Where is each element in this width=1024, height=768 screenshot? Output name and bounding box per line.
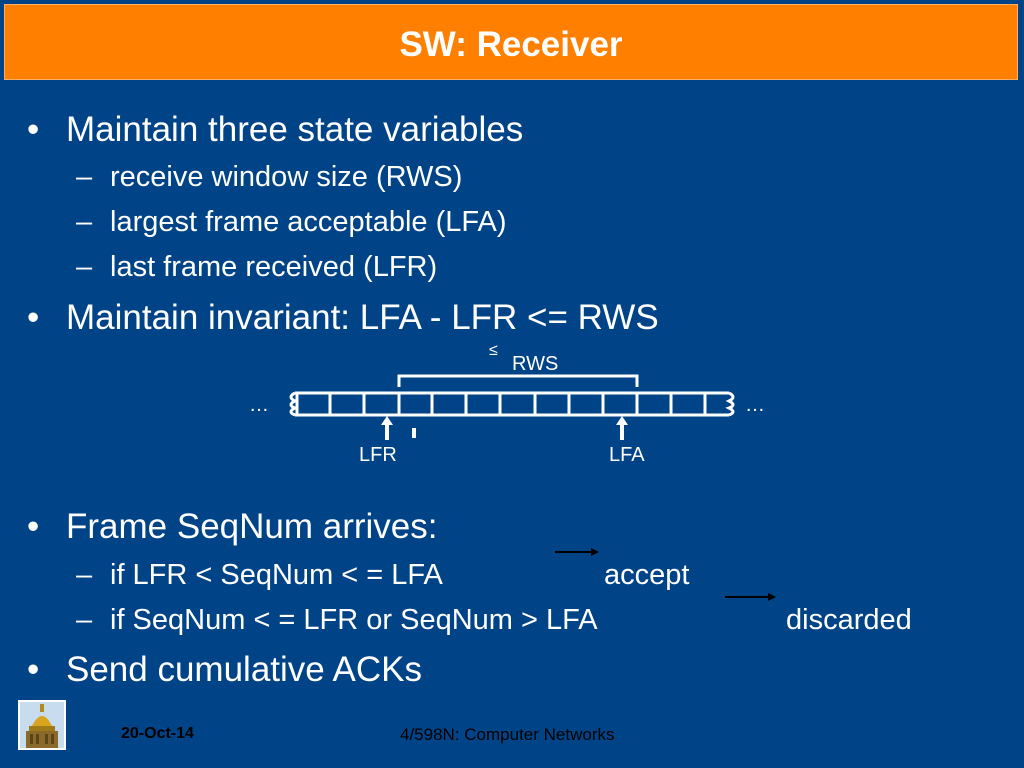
lfa-arrow-icon — [616, 416, 628, 425]
accept-result: accept — [604, 559, 690, 591]
break-right-icon — [725, 391, 735, 417]
footer-date: 20-Oct-14 — [121, 725, 194, 742]
lfa-label: LFA — [609, 444, 645, 466]
dash-marker: – — [76, 251, 93, 283]
sub-bullet-lfr: last frame received (LFR) — [110, 251, 438, 283]
sub-bullet-accept-condition: if LFR < SeqNum < = LFA — [110, 559, 443, 591]
leq-symbol: ≤ — [489, 342, 498, 359]
ellipsis-left: … — [249, 394, 269, 416]
rws-label: RWS — [512, 353, 559, 375]
rws-bracket — [397, 374, 639, 387]
title-bar: SW: Receiver — [4, 4, 1018, 80]
frame-dividers — [295, 393, 707, 415]
dash-marker: – — [76, 604, 93, 636]
sub-bullet-lfa: largest frame acceptable (LFA) — [110, 206, 507, 238]
bullet-marker: • — [27, 507, 40, 546]
bullet-frame-arrives: Frame SeqNum arrives: — [66, 507, 438, 546]
ellipsis-right: … — [745, 394, 765, 416]
bullet-cumulative-acks: Send cumulative ACKs — [66, 650, 423, 689]
bullet-marker: • — [27, 298, 40, 337]
footer-course: 4/598N: Computer Networks — [400, 725, 615, 744]
slide-title: SW: Receiver — [399, 25, 623, 64]
bullet-state-variables: Maintain three state variables — [66, 110, 524, 149]
dash-marker: – — [76, 161, 93, 193]
break-left-icon — [289, 391, 299, 417]
university-dome-logo-icon — [18, 700, 66, 750]
bullet-marker: • — [27, 110, 40, 149]
discard-arrow-icon — [768, 593, 776, 601]
bullet-invariant: Maintain invariant: LFA - LFR <= RWS — [66, 298, 659, 337]
accept-arrow-icon — [591, 548, 599, 556]
lfr-arrow-icon — [381, 416, 393, 425]
sub-bullet-rws: receive window size (RWS) — [110, 161, 463, 193]
bullet-marker: • — [27, 650, 40, 689]
lfr-label: LFR — [359, 444, 397, 466]
dash-marker: – — [76, 206, 93, 238]
discard-result: discarded — [786, 604, 912, 636]
sub-bullet-discard-condition: if SeqNum < = LFR or SeqNum > LFA — [110, 604, 598, 636]
dash-marker: – — [76, 559, 93, 591]
